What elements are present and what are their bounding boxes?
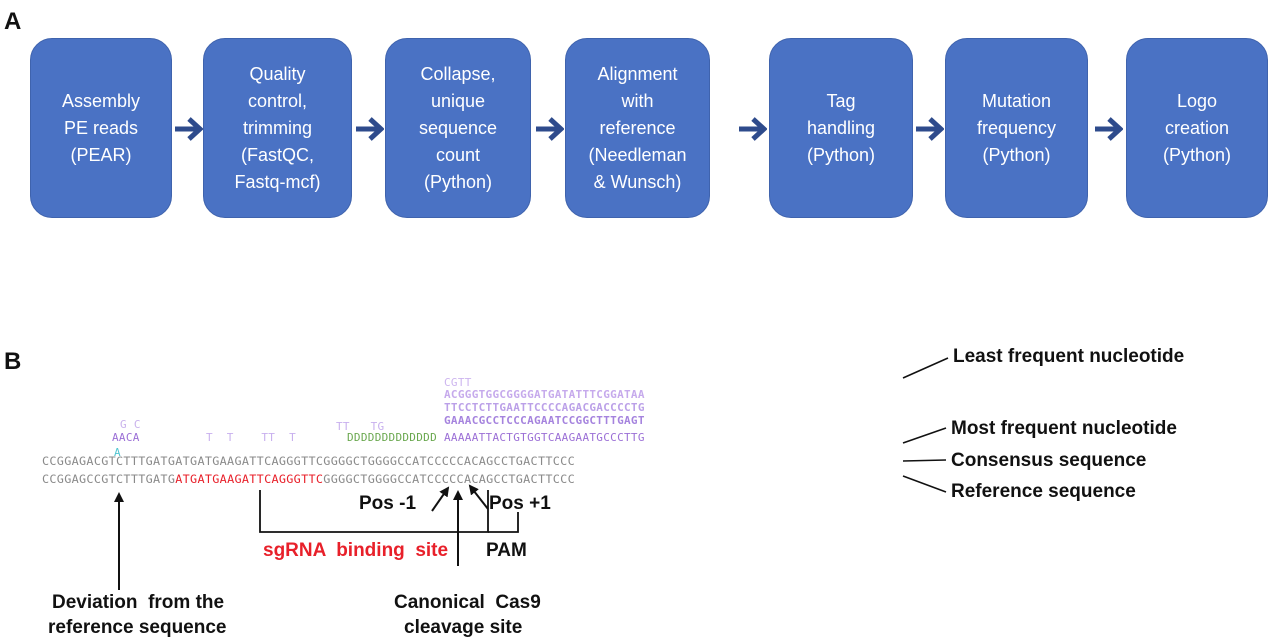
- step-alignment: Alignment with reference (Needleman & Wu…: [565, 38, 710, 218]
- logo-row-5: G C: [120, 418, 141, 431]
- flow-arrow-5: [914, 116, 944, 142]
- reference-label: Reference sequence: [951, 481, 1136, 502]
- flow-arrow-6: [1093, 116, 1123, 142]
- reference-prefix: CCGGAGCCGTCTTTGATG: [42, 472, 176, 486]
- sgrna-binding-site-label: sgRNA binding site: [263, 540, 449, 561]
- pos-minus-label: Pos -1: [359, 493, 417, 514]
- step-assembly: Assembly PE reads (PEAR): [30, 38, 172, 218]
- deviation-label-line2: reference sequence: [48, 617, 227, 638]
- flow-arrow-4: [737, 116, 767, 142]
- cas9-label-line2: cleavage site: [404, 617, 523, 638]
- reference-sequence: CCGGAGCCGTCTTTGATGATGATGAAGATTCAGGGTTCGG…: [42, 472, 575, 486]
- logo-row-1: CGTT: [444, 376, 472, 389]
- least-frequent-label: Least frequent nucleotide: [953, 346, 1185, 367]
- pos-plus-label: Pos +1: [489, 493, 551, 514]
- deviation-base: A: [114, 446, 121, 459]
- consensus-label: Consensus sequence: [951, 450, 1147, 471]
- logo-row-6: AACA: [112, 431, 140, 444]
- logo-row-10: AAAAATTACTGTGGTCAAGAATGCCCTTG: [444, 431, 645, 444]
- step-collapse: Collapse, unique sequence count (Python): [385, 38, 531, 218]
- most-frequent-label: Most frequent nucleotide: [951, 418, 1177, 439]
- step-quality-control: Quality control, trimming (FastQC, Fastq…: [203, 38, 352, 218]
- reference-sgrna: ATGATGAAGATTCAGGGTTC: [175, 472, 324, 486]
- logo-row-2: ACGGGTGGCGGGGATGATATTTCGGATAA: [444, 388, 645, 401]
- flow-arrow-2: [354, 116, 384, 142]
- pam-label: PAM: [486, 540, 527, 561]
- logo-row-9: DDDDDDDDDDDDD: [347, 431, 437, 444]
- deviation-label-line1: Deviation from the: [52, 592, 225, 613]
- flow-arrow-1: [173, 116, 203, 142]
- flow-arrow-3: [534, 116, 564, 142]
- logo-row-8: TT TG: [336, 420, 385, 433]
- panel-label-a: A: [4, 8, 22, 35]
- reference-suffix: GGGGCTGGGGCCATCCCCCACAGCCTGACTTCCC: [323, 472, 575, 486]
- step-tag-handling: Tag handling (Python): [769, 38, 913, 218]
- step-mutation-frequency: Mutation frequency (Python): [945, 38, 1088, 218]
- logo-row-3: TTCCTCTTGAATTCCCCAGACGACCCCTG: [444, 401, 645, 414]
- logo-row-4: GAAACGCCTCCCAGAATCCGGCTTTGAGT: [444, 414, 645, 427]
- cas9-label-line1: Canonical Cas9: [394, 592, 541, 613]
- logo-row-7: T T TT T: [206, 431, 296, 444]
- panel-label-b: B: [4, 348, 22, 375]
- consensus-sequence: CCGGAGACGTCTTTGATGATGATGAAGATTCAGGGTTCGG…: [42, 454, 575, 468]
- step-logo-creation: Logo creation (Python): [1126, 38, 1268, 218]
